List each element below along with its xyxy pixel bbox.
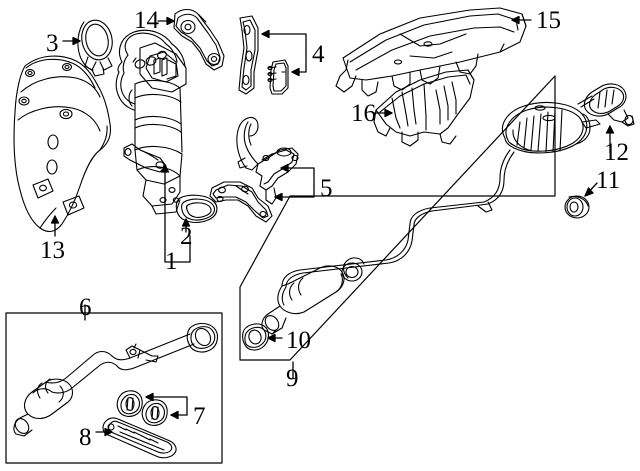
callout-label-11: 11 (596, 167, 621, 194)
group-6-front-pipe-frame (5, 312, 223, 464)
part-10-exhaust-pipe-gasket (242, 323, 270, 351)
part-13-manifold-heat-shield (13, 55, 112, 233)
callout-label-2: 2 (180, 223, 193, 250)
part-9-rear-exhaust-assembly (261, 95, 601, 335)
callout-label-9: 9 (286, 365, 299, 392)
callout-label-16: 16 (351, 100, 376, 127)
part-4-upper-brackets (238, 15, 289, 95)
callout-label-4: 4 (312, 41, 325, 68)
callout-label-3: 3 (46, 30, 59, 57)
part-1-catalytic-converter-assembly (115, 29, 187, 215)
callout-label-14: 14 (134, 7, 159, 34)
callout-leaders (50, 15, 615, 437)
part-2-exhaust-gasket (175, 194, 218, 223)
callout-label-6: 6 (79, 294, 92, 321)
part-8-heat-shield-strip (102, 417, 177, 459)
callout-label-10: 10 (286, 327, 311, 354)
callout-label-13: 13 (40, 237, 65, 264)
group-9-rear-exhaust-frame (239, 75, 556, 361)
part-16-lower-heat-shield (373, 69, 475, 147)
callout-label-15: 15 (536, 7, 561, 34)
part-12-tailpipe-hanger (583, 83, 635, 127)
callout-label-12: 12 (604, 139, 629, 166)
part-7-exhaust-hangers (116, 390, 168, 426)
callout-label-8: 8 (79, 424, 92, 451)
part-6-front-exhaust-pipe (13, 322, 219, 437)
part-15-upper-heat-shield (335, 7, 527, 97)
part-3-exhaust-clamp (77, 19, 113, 77)
part-5-mounting-brackets (209, 116, 299, 223)
part-11-exhaust-insulator (564, 195, 590, 219)
callout-label-7: 7 (193, 403, 206, 430)
part-14-support-bracket (173, 8, 225, 71)
callout-label-5: 5 (320, 175, 333, 202)
callout-label-1: 1 (165, 248, 178, 275)
